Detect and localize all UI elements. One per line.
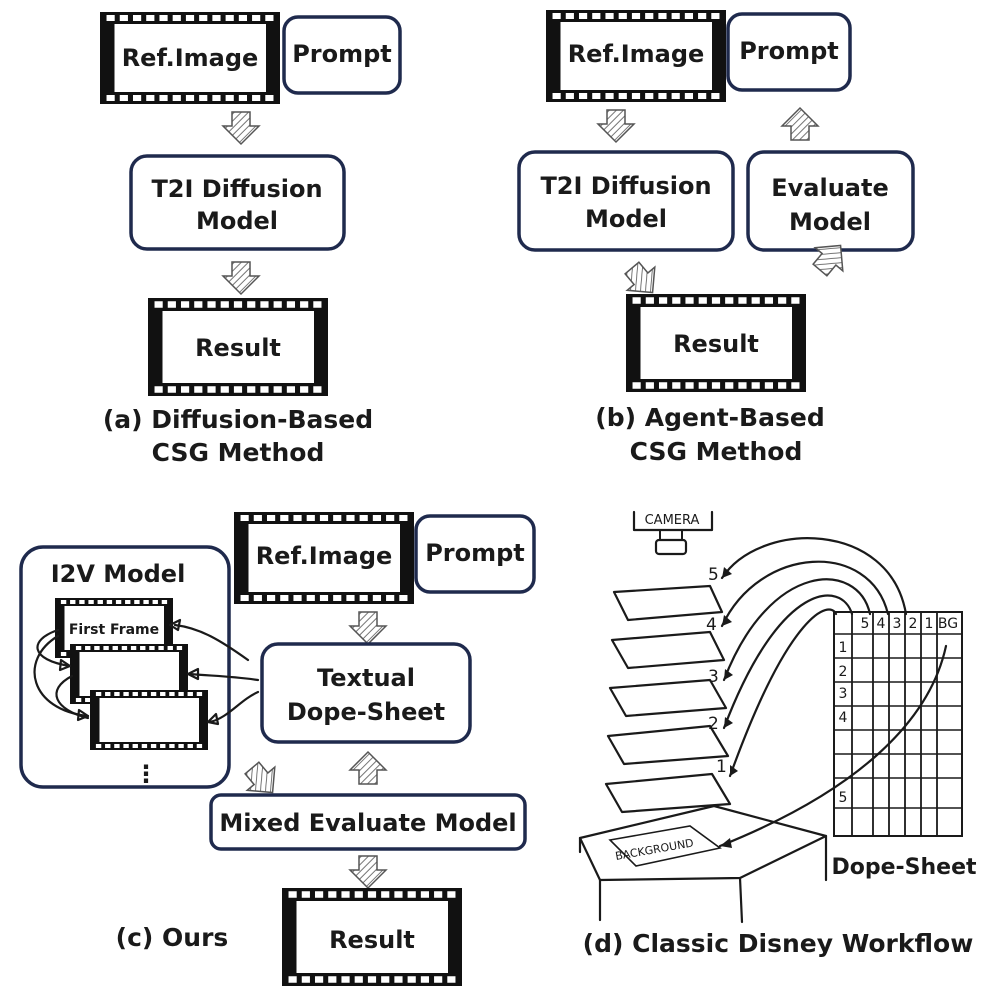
prompt-label: Prompt xyxy=(292,40,392,68)
camera-label: CAMERA xyxy=(645,513,700,528)
sheet-row-number: 1 xyxy=(839,640,848,656)
sheet-col-header: 5 xyxy=(861,616,870,632)
film-frame xyxy=(234,512,414,604)
film-frame xyxy=(100,12,280,104)
model-label-line2: Model xyxy=(196,207,278,235)
sheet-row-number: 2 xyxy=(839,664,848,680)
arrow-diagonal-icon xyxy=(244,761,276,794)
layer-number: 2 xyxy=(708,714,719,734)
mixed-evaluate-model-box xyxy=(209,793,527,851)
caption-b-line1: (b) Agent-Based xyxy=(595,403,824,432)
prompt-box xyxy=(282,15,402,95)
sheet-row-number: 5 xyxy=(839,790,848,806)
layer-number: 1 xyxy=(716,757,727,777)
timing-arrows xyxy=(718,537,948,848)
caption-b-line2: CSG Method xyxy=(630,437,803,466)
film-frame xyxy=(626,294,806,392)
film-frame xyxy=(70,644,188,704)
textual-dope-sheet-box xyxy=(260,642,472,744)
caption-c: (c) Ours xyxy=(116,923,229,952)
dope-sheet-label: Dope-Sheet xyxy=(831,855,977,880)
mixed-eval-label: Mixed Evaluate Model xyxy=(219,809,516,837)
t2i-diffusion-model-box xyxy=(129,154,346,251)
sheet-row-number: 4 xyxy=(839,710,848,726)
ellipsis-icon: ⋮ xyxy=(134,760,158,788)
prompt-box xyxy=(414,514,536,594)
result-label: Result xyxy=(329,926,415,954)
prompt-label: Prompt xyxy=(739,37,839,65)
sheet-col-header: 1 xyxy=(925,616,934,632)
i2v-model-title: I2V Model xyxy=(51,560,186,588)
sheet-col-header: BG xyxy=(938,616,958,632)
frame-link-arrows xyxy=(33,618,260,726)
sheet-col-header: 4 xyxy=(877,616,886,632)
arrow-diagonal-icon xyxy=(624,261,656,294)
dope-label-line1: Textual xyxy=(317,664,415,692)
arrow-down-icon xyxy=(221,111,261,146)
panel-c: I2V Model First Frame ⋮ Ref.Image Prompt… xyxy=(19,512,536,986)
prompt-label: Prompt xyxy=(425,539,525,567)
ref-image-label: Ref.Image xyxy=(568,40,705,68)
film-frame xyxy=(148,298,328,396)
layer-number: 4 xyxy=(706,615,717,635)
film-frame xyxy=(546,10,726,102)
sheet-col-header: 2 xyxy=(909,616,918,632)
arrow-diagonal-icon xyxy=(812,244,844,277)
arrow-down-icon xyxy=(596,109,636,144)
film-frame xyxy=(282,888,462,986)
ref-image-label: Ref.Image xyxy=(122,44,259,72)
dope-sheet-grid xyxy=(833,611,963,837)
caption-a-line2: CSG Method xyxy=(152,438,325,467)
arrow-down-icon xyxy=(221,261,261,296)
panel-a: Ref.Image Prompt T2I Diffusion Model Res… xyxy=(100,12,402,467)
first-frame-label: First Frame xyxy=(69,622,159,638)
model-label-line1: T2I Diffusion xyxy=(540,172,711,200)
arrow-down-icon xyxy=(348,611,388,646)
arrow-down-icon xyxy=(348,855,388,890)
film-frame xyxy=(90,690,208,750)
result-label: Result xyxy=(673,330,759,358)
camera-icon xyxy=(632,510,714,556)
panel-d: CAMERA 5 4 3 2 1 BACKGROUND xyxy=(578,510,977,958)
model-label-line2: Model xyxy=(585,205,667,233)
arrow-up-icon xyxy=(780,106,820,141)
caption-a-line1: (a) Diffusion-Based xyxy=(103,405,373,434)
ref-image-label: Ref.Image xyxy=(256,542,393,570)
model-label-line1: T2I Diffusion xyxy=(151,175,322,203)
layer-number: 3 xyxy=(708,667,719,687)
eval-label-line2: Model xyxy=(789,208,871,236)
panel-b: Ref.Image Prompt T2I Diffusion Model Eva… xyxy=(517,10,915,466)
background-label: BACKGROUND xyxy=(614,836,694,863)
eval-label-line1: Evaluate xyxy=(771,174,889,202)
cel-layers xyxy=(604,584,732,814)
background-table xyxy=(578,804,828,924)
caption-d: (d) Classic Disney Workflow xyxy=(583,929,974,958)
sheet-col-header: 3 xyxy=(893,616,902,632)
prompt-box xyxy=(726,12,852,92)
layer-number: 5 xyxy=(708,565,719,585)
sheet-row-number: 3 xyxy=(839,686,848,702)
arrow-up-icon xyxy=(348,750,388,785)
t2i-diffusion-model-box xyxy=(517,150,735,252)
dope-label-line2: Dope-Sheet xyxy=(287,698,445,726)
result-label: Result xyxy=(195,334,281,362)
